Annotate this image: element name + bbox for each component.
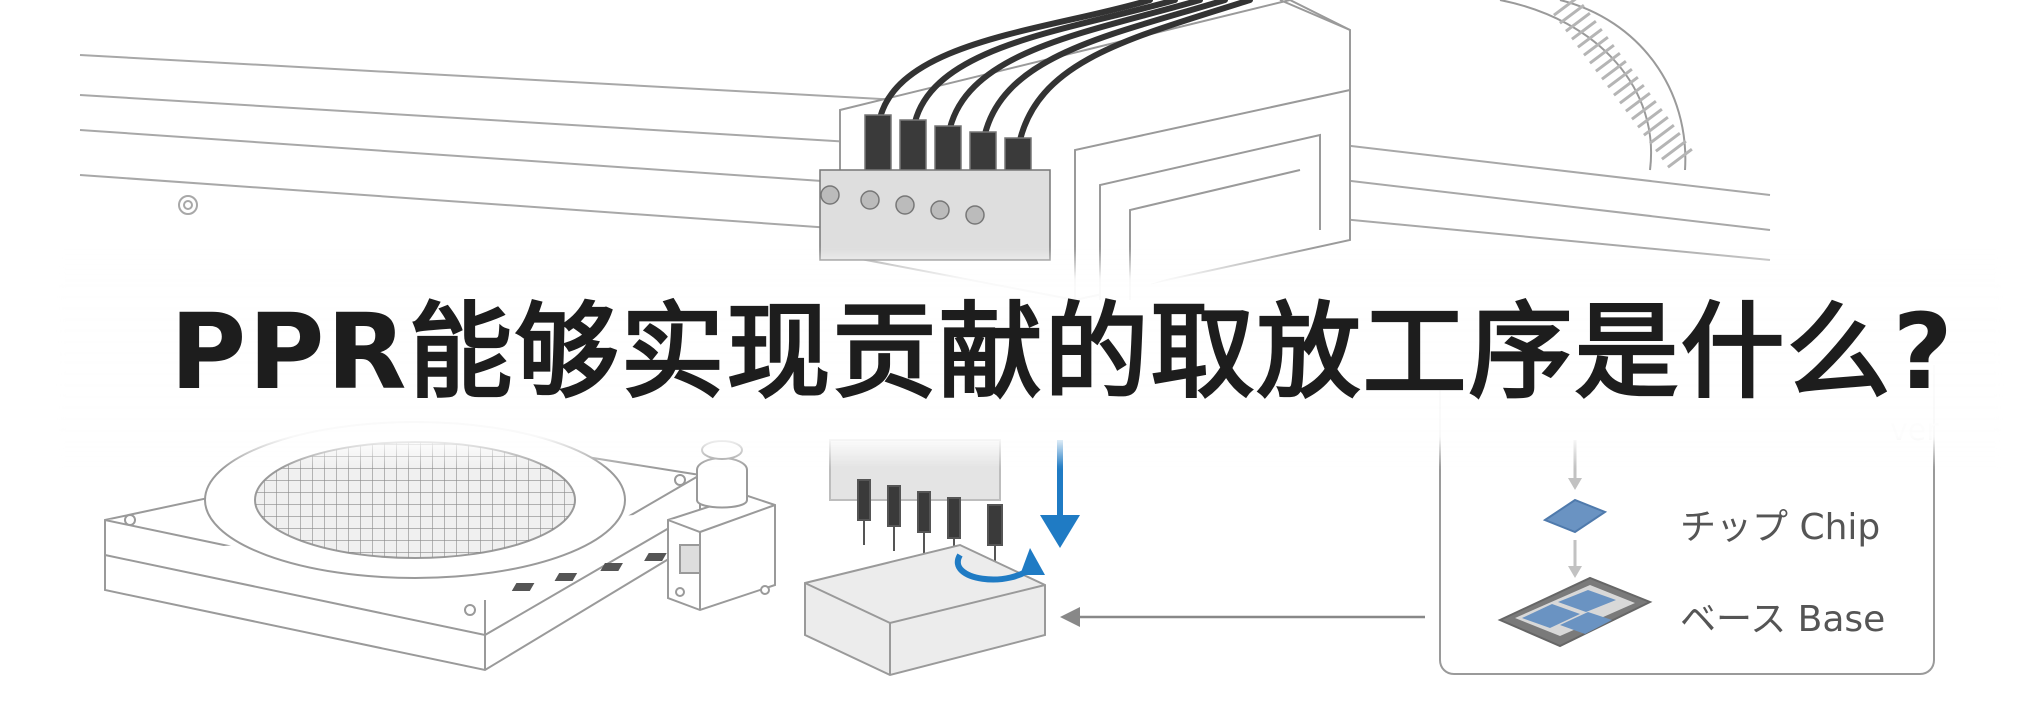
base-tray-icon — [1497, 576, 1653, 648]
title-banner — [60, 248, 2000, 468]
chip-icon — [1542, 498, 1608, 534]
page-title: PPR能够实现贡献的取放工序是什么? — [170, 291, 1955, 413]
legend-label-chip: チップ Chip — [1680, 507, 1881, 548]
belt-drum — [1499, 0, 1697, 174]
flow-arrow — [1060, 607, 1425, 627]
gantry-rails — [79, 54, 1771, 261]
cables — [877, 0, 1253, 143]
pick-heads — [819, 114, 1051, 261]
legend-label-base: ベース Base — [1680, 599, 1886, 640]
